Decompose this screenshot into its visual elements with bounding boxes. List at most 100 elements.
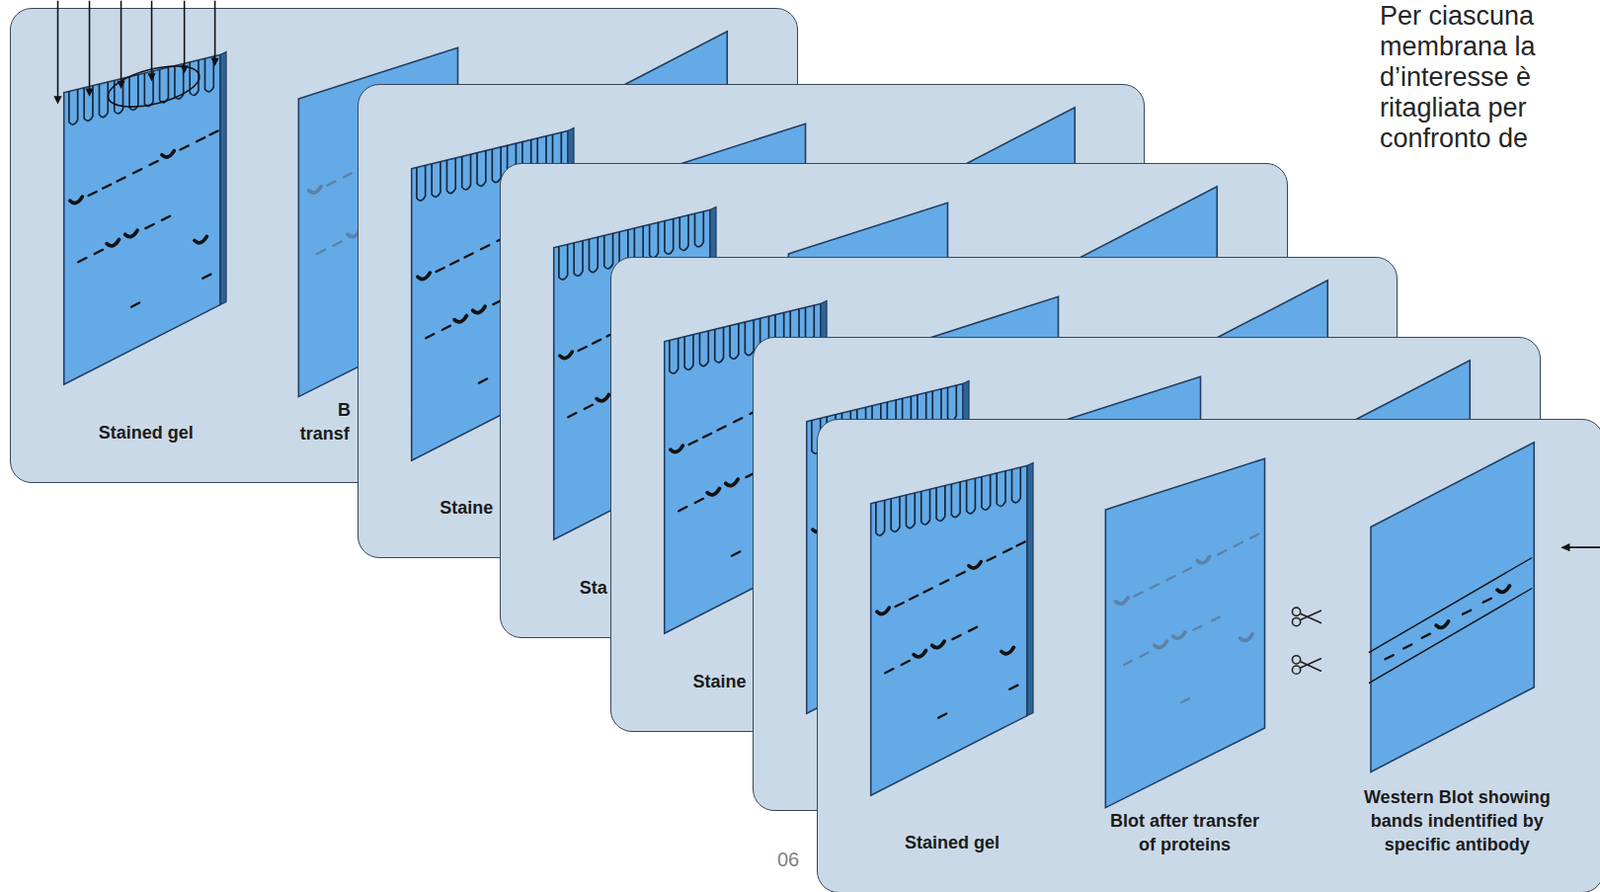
gel-well	[491, 147, 501, 183]
protein-band	[1051, 515, 1064, 522]
protein-band	[454, 315, 467, 321]
gel-side	[220, 52, 227, 306]
well-highlight	[104, 58, 205, 115]
protein-band	[1403, 643, 1412, 648]
protein-band	[1421, 633, 1430, 638]
pointer-head	[1560, 543, 1570, 552]
protein-band	[731, 552, 740, 557]
protein-band	[688, 440, 697, 445]
gel-well	[905, 492, 915, 529]
protein-band	[1000, 646, 1013, 653]
protein-band	[450, 259, 459, 264]
protein-band	[1372, 539, 1385, 546]
page-number: 06	[777, 847, 800, 872]
protein-band	[1119, 485, 1127, 490]
protein-band	[892, 489, 901, 494]
protein-band	[435, 267, 444, 272]
protein-band	[1166, 575, 1175, 580]
protein-band	[1153, 640, 1166, 647]
protein-band	[894, 602, 903, 607]
scissors-blade	[1299, 610, 1321, 620]
protein-band	[956, 571, 964, 576]
scissors-handle	[1228, 535, 1237, 544]
protein-band	[1250, 533, 1259, 538]
protein-band	[1090, 559, 1103, 565]
gel-well	[744, 320, 754, 356]
pointer-shaft	[1568, 546, 1600, 549]
protein-band	[946, 603, 955, 608]
protein-band	[725, 480, 738, 486]
protein-band	[194, 237, 207, 243]
gel-well	[461, 154, 471, 190]
protein-band	[812, 525, 825, 532]
protein-band	[1103, 493, 1112, 498]
gel-well	[604, 234, 614, 270]
protein-band	[309, 186, 321, 193]
panel-caption: Blot after transfer of proteins	[1101, 808, 1268, 857]
protein-band	[876, 497, 884, 502]
protein-band	[876, 607, 888, 614]
protein-band	[106, 240, 119, 246]
gel-side	[962, 380, 969, 634]
protein-band	[161, 151, 174, 158]
protein-band	[1122, 659, 1131, 664]
panel-caption: Staine	[439, 495, 493, 520]
gel-well	[129, 75, 139, 111]
panel-card: Stained gelBlot after transfer of protei…	[816, 418, 1600, 892]
protein-band	[1059, 578, 1068, 583]
gel-well	[936, 484, 946, 521]
protein-band	[196, 137, 205, 142]
protein-band	[703, 433, 712, 438]
protein-band	[952, 635, 960, 640]
protein-band	[1434, 503, 1446, 510]
gel-well	[873, 402, 882, 439]
gel-well	[951, 480, 960, 517]
protein-band	[1497, 585, 1510, 592]
gel-well	[887, 400, 897, 436]
gel-well	[933, 389, 943, 425]
gel-well	[695, 211, 705, 247]
western-membrane	[1306, 360, 1470, 691]
protein-band	[343, 173, 352, 178]
gel-well	[69, 89, 79, 126]
scissors-handle	[1291, 607, 1300, 616]
pointer-shaft	[214, 0, 217, 60]
protein-band	[717, 426, 725, 431]
protein-band	[1176, 552, 1189, 559]
gel-well	[917, 392, 927, 428]
gel-slab	[870, 465, 1027, 796]
gel-well	[965, 478, 975, 514]
protein-band	[1193, 625, 1201, 630]
protein-band	[161, 216, 170, 221]
gel-well	[827, 414, 837, 451]
protein-band	[479, 378, 487, 383]
gel-well	[980, 474, 990, 510]
protein-band	[1482, 597, 1491, 602]
protein-band	[1076, 569, 1085, 574]
protein-band	[1239, 634, 1252, 640]
gel-well	[699, 330, 709, 367]
protein-band	[695, 498, 704, 503]
protein-band	[146, 224, 155, 229]
protein-band	[1009, 684, 1018, 689]
gel-well	[811, 417, 821, 454]
protein-band	[1149, 583, 1158, 588]
scissors-handle	[1228, 573, 1237, 582]
protein-band	[670, 445, 683, 452]
protein-band	[1321, 572, 1330, 577]
cut-line	[1367, 557, 1531, 652]
gel-well	[84, 85, 94, 122]
protein-band	[472, 306, 484, 313]
protein-band	[560, 351, 572, 358]
scissors-blade	[1236, 531, 1258, 541]
scissors-handle	[1291, 665, 1300, 674]
gel-well	[948, 385, 958, 421]
protein-band	[88, 191, 97, 196]
pointer-head	[54, 96, 63, 105]
scissors-blade	[1236, 579, 1258, 589]
protein-band	[125, 230, 138, 237]
protein-band	[1419, 516, 1428, 521]
protein-band	[1461, 609, 1470, 614]
protein-band	[180, 146, 189, 151]
protein-band	[1217, 550, 1226, 555]
